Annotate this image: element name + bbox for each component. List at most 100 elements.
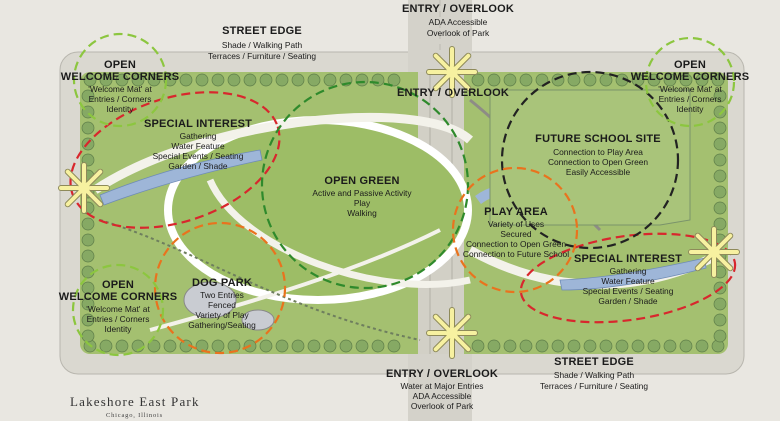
label-future-school: FUTURE SCHOOL SITE Connection to Play Ar… xyxy=(535,133,661,177)
tree xyxy=(535,339,549,353)
zone-open-green xyxy=(260,80,470,290)
svg-text:Water at Major Entries: Water at Major Entries xyxy=(401,381,484,391)
zone-corner-top-right xyxy=(644,36,736,128)
entry-star-bottom xyxy=(426,307,478,359)
tree xyxy=(713,89,727,103)
tree xyxy=(663,73,677,87)
entry-star-left xyxy=(58,162,110,214)
tree xyxy=(567,339,581,353)
tree xyxy=(83,73,97,87)
svg-text:Water Feature: Water Feature xyxy=(171,141,225,151)
tree xyxy=(471,73,485,87)
label-corner-top-right: OPEN WELCOME CORNERS 'Welcome Mat' at En… xyxy=(631,59,749,114)
tree xyxy=(487,73,501,87)
svg-text:WELCOME CORNERS: WELCOME CORNERS xyxy=(59,291,178,303)
svg-text:Connection to Open Green: Connection to Open Green xyxy=(548,157,648,167)
svg-text:ADA Accessible: ADA Accessible xyxy=(413,391,472,401)
svg-text:ENTRY / OVERLOOK: ENTRY / OVERLOOK xyxy=(386,368,498,380)
tree xyxy=(115,73,129,87)
tree xyxy=(695,339,709,353)
tree xyxy=(275,73,289,87)
svg-text:SPECIAL INTEREST: SPECIAL INTEREST xyxy=(144,118,252,130)
tree xyxy=(519,73,533,87)
tree xyxy=(323,339,337,353)
school-site-lawn xyxy=(489,89,691,226)
svg-text:Gathering: Gathering xyxy=(610,266,647,276)
tree xyxy=(679,73,693,87)
tree xyxy=(355,339,369,353)
tree xyxy=(713,169,727,183)
svg-text:STREET EDGE: STREET EDGE xyxy=(554,356,634,368)
tree xyxy=(663,339,677,353)
tree xyxy=(291,339,305,353)
tree xyxy=(81,233,95,247)
label-dog-park: DOG PARK Two Entries Fenced Variety of P… xyxy=(188,277,256,330)
zone-special-interest-left xyxy=(69,91,281,229)
tree xyxy=(387,73,401,87)
tree xyxy=(291,73,305,87)
tree xyxy=(387,339,401,353)
label-street-edge-bottom: STREET EDGE Shade / Walking Path Terrace… xyxy=(540,356,648,391)
svg-text:FUTURE SCHOOL SITE: FUTURE SCHOOL SITE xyxy=(535,133,661,145)
tree xyxy=(487,339,501,353)
tree xyxy=(115,339,129,353)
tree xyxy=(371,339,385,353)
tree xyxy=(179,73,193,87)
tree xyxy=(323,73,337,87)
label-street-edge-top: STREET EDGE Shade / Walking Path Terrace… xyxy=(208,25,316,61)
dog-park-pad xyxy=(183,281,237,319)
svg-text:WELCOME CORNERS: WELCOME CORNERS xyxy=(61,71,180,83)
tree xyxy=(355,73,369,87)
tree xyxy=(713,329,727,343)
zone-corner-top-left xyxy=(72,32,168,128)
svg-text:Special Events / Seating: Special Events / Seating xyxy=(153,151,244,161)
path-lower xyxy=(206,178,471,288)
tree xyxy=(275,339,289,353)
tree xyxy=(195,339,209,353)
label-entry-center: ENTRY / OVERLOOK xyxy=(397,87,509,99)
svg-text:Easily Accessible: Easily Accessible xyxy=(566,167,631,177)
tree xyxy=(551,339,565,353)
tree xyxy=(81,297,95,311)
tree xyxy=(471,339,485,353)
tree xyxy=(713,121,727,135)
label-special-interest-left: SPECIAL INTEREST Gathering Water Feature… xyxy=(144,118,252,171)
svg-text:Walking: Walking xyxy=(347,208,377,218)
zone-play-area xyxy=(451,166,579,294)
svg-text:ADA Accessible: ADA Accessible xyxy=(429,17,488,27)
entry-markers xyxy=(58,46,740,359)
water-feature-left xyxy=(99,149,263,206)
tree xyxy=(99,339,113,353)
svg-text:Garden / Shade: Garden / Shade xyxy=(168,161,227,171)
tree xyxy=(81,281,95,295)
svg-text:Identity: Identity xyxy=(676,104,704,114)
svg-text:Special Events / Seating: Special Events / Seating xyxy=(583,286,674,296)
svg-text:SPECIAL INTEREST: SPECIAL INTEREST xyxy=(574,253,682,265)
tree xyxy=(81,89,95,103)
path-dogpark xyxy=(149,228,441,332)
svg-text:Active and Passive Activity: Active and Passive Activity xyxy=(312,188,412,198)
tree xyxy=(307,339,321,353)
label-corner-bottom-left: OPEN WELCOME CORNERS 'Welcome Mat' at En… xyxy=(59,279,178,334)
tree xyxy=(599,339,613,353)
tree xyxy=(711,73,725,87)
tree xyxy=(81,329,95,343)
water-feature-right xyxy=(559,257,707,291)
svg-text:PLAY AREA: PLAY AREA xyxy=(484,206,548,218)
svg-text:Entries / Corners: Entries / Corners xyxy=(87,314,150,324)
svg-text:Entries / Corners: Entries / Corners xyxy=(659,94,722,104)
svg-text:Connection to Play Area: Connection to Play Area xyxy=(553,147,643,157)
svg-text:Variety of Play: Variety of Play xyxy=(195,310,249,320)
svg-text:DOG PARK: DOG PARK xyxy=(192,277,252,289)
svg-text:Overlook of Park: Overlook of Park xyxy=(427,28,490,38)
tree xyxy=(713,217,727,231)
tree xyxy=(713,185,727,199)
tree xyxy=(99,73,113,87)
label-corner-top-left: OPEN WELCOME CORNERS 'Welcome Mat' at En… xyxy=(61,59,180,114)
tree xyxy=(713,153,727,167)
svg-text:Water Feature: Water Feature xyxy=(601,276,655,286)
tree xyxy=(227,339,241,353)
tree xyxy=(195,73,209,87)
